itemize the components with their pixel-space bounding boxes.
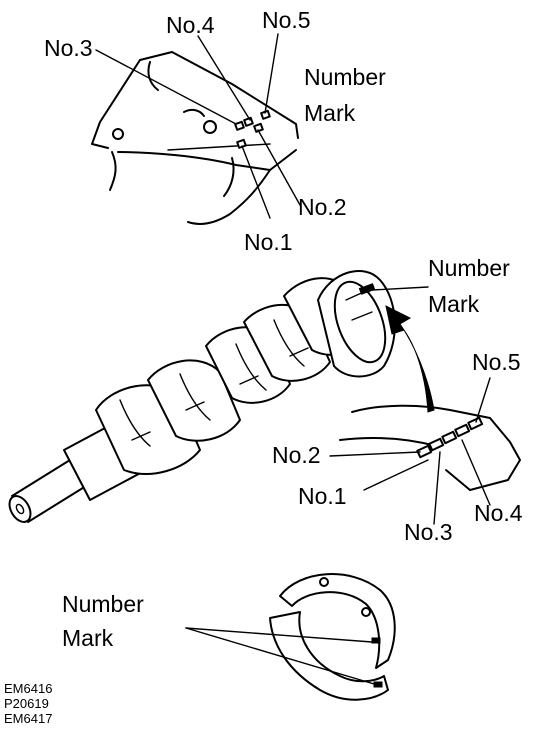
crankshaft-illustration xyxy=(8,270,396,523)
crank-number-mark-label-line2: Mark xyxy=(428,291,480,317)
bearing-leader-lines xyxy=(185,627,375,685)
top-label-no3: No.3 xyxy=(44,35,93,61)
bearing-number-mark-label: Number xyxy=(62,591,144,617)
bearing-shell-illustration xyxy=(269,573,396,701)
crank-label-no4: No.4 xyxy=(474,500,523,526)
top-number-mark-label: Number xyxy=(304,64,386,90)
crankshaft-leader-lines xyxy=(329,286,491,525)
top-label-no4: No.4 xyxy=(166,12,215,38)
figure-code-3: EM6417 xyxy=(4,711,52,726)
bearing-number-mark-label-line2: Mark xyxy=(62,625,114,651)
top-leader-lines xyxy=(95,33,301,219)
crank-label-no3: No.3 xyxy=(404,519,453,545)
main-bearing-cap-illustration xyxy=(339,404,521,491)
top-label-no5: No.5 xyxy=(262,7,311,33)
top-label-no1: No.1 xyxy=(244,229,293,255)
top-number-mark-label-line2: Mark xyxy=(304,100,356,126)
crank-number-mark-label: Number xyxy=(428,255,510,281)
crank-label-no1: No.1 xyxy=(298,483,347,509)
crank-label-no2: No.2 xyxy=(272,442,321,468)
curved-arrow xyxy=(385,305,435,413)
top-label-no2: No.2 xyxy=(298,194,347,220)
cylinder-block-illustration xyxy=(91,51,299,225)
figure-code-2: P20619 xyxy=(4,696,49,711)
crank-label-no5: No.5 xyxy=(472,349,521,375)
figure-code-1: EM6416 xyxy=(4,681,52,696)
